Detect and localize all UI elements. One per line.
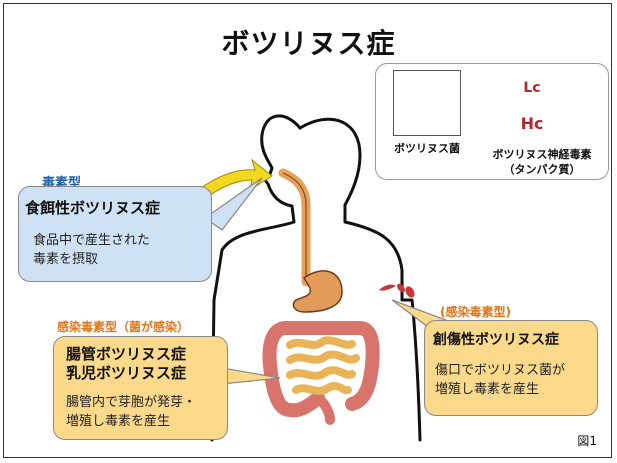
intestinal-tag: 感染毒素型（菌が感染） xyxy=(57,318,189,335)
wound-drops xyxy=(379,282,416,299)
wound-tag: (感染毒素型) xyxy=(440,303,511,320)
intestinal-callout: 腸管ボツリヌス症 乳児ボツリヌス症 腸管内で芽胞が発芽・ 増殖し毒素を産生 xyxy=(53,336,228,440)
toxin-label-line2: （タンパク質） xyxy=(480,161,604,177)
hc-label: Hc xyxy=(518,114,546,133)
intestinal-heading-line2: 乳児ボツリヌス症 xyxy=(66,362,186,383)
toxin-label-line1: ボツリヌス神経毒素 xyxy=(480,146,604,162)
intestinal-heading-line1: 腸管ボツリヌス症 xyxy=(66,343,186,364)
foodborne-heading: 食餌性ボツリヌス症 xyxy=(25,197,160,218)
stomach xyxy=(293,271,342,312)
bacteria-label: ボツリヌス菌 xyxy=(384,140,470,156)
wound-desc-line2: 増殖し毒素を産生 xyxy=(435,380,539,399)
foodborne-desc-line1: 食品中で産生された xyxy=(33,231,150,250)
figure-number: 図1 xyxy=(577,432,597,449)
lc-label: Lc xyxy=(520,80,544,96)
intestinal-desc-line1: 腸管内で芽胞が発芽・ xyxy=(66,393,196,412)
bacteria-micrograph xyxy=(393,70,461,136)
foodborne-callout: 食餌性ボツリヌス症 食品中で産生された 毒素を摂取 xyxy=(18,186,212,282)
wound-heading: 創傷性ボツリヌス症 xyxy=(433,329,559,349)
small-intestine xyxy=(290,340,356,391)
foodborne-desc-line2: 毒素を摂取 xyxy=(33,250,98,269)
wound-desc-line1: 傷口でボツリヌス菌が xyxy=(435,361,565,380)
intestinal-desc-line2: 増殖し毒素を産生 xyxy=(66,412,170,431)
wound-callout: 創傷性ボツリヌス症 傷口でボツリヌス菌が 増殖し毒素を産生 xyxy=(424,320,598,416)
